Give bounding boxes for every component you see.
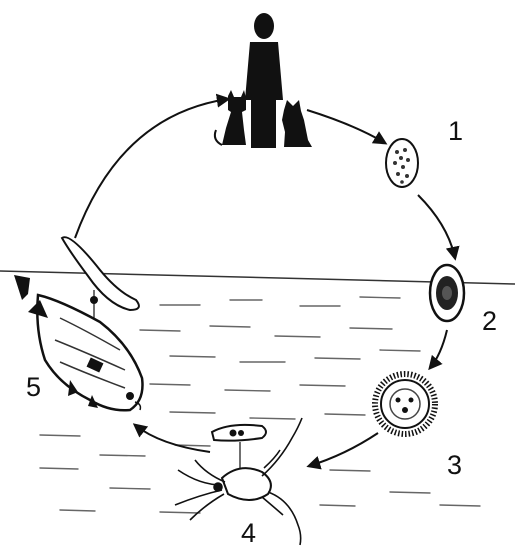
embryonated-egg-icon bbox=[428, 263, 466, 323]
human-silhouette-icon bbox=[245, 13, 283, 148]
egg-icon bbox=[385, 138, 419, 188]
water bbox=[0, 270, 515, 514]
arrow-embryonated-egg-to-coracidium bbox=[428, 329, 448, 371]
stage-number-2: 2 bbox=[482, 306, 498, 336]
arrow-copepod-to-fish bbox=[132, 423, 211, 453]
plerocercoid-larva-icon bbox=[60, 236, 140, 318]
copepod-icon bbox=[174, 417, 303, 546]
fish-icon bbox=[14, 275, 144, 412]
arrow-egg-to-embryonated-egg bbox=[417, 194, 460, 261]
cat-icon bbox=[213, 90, 246, 146]
stage-number-3: 3 bbox=[447, 450, 463, 480]
water-ripples bbox=[39, 296, 481, 514]
dog-icon bbox=[282, 100, 312, 147]
arrow-host-to-egg bbox=[306, 109, 388, 145]
stage-number-5: 5 bbox=[26, 372, 42, 402]
coracidium-icon bbox=[372, 371, 438, 437]
definitive-hosts bbox=[213, 13, 312, 148]
arrow-coracidium-to-copepod bbox=[306, 432, 379, 470]
stage-number-1: 1 bbox=[448, 116, 464, 146]
stage-number-4: 4 bbox=[241, 518, 257, 548]
arrow-fish-to-host bbox=[74, 93, 231, 239]
cycle-arrows bbox=[74, 93, 460, 470]
